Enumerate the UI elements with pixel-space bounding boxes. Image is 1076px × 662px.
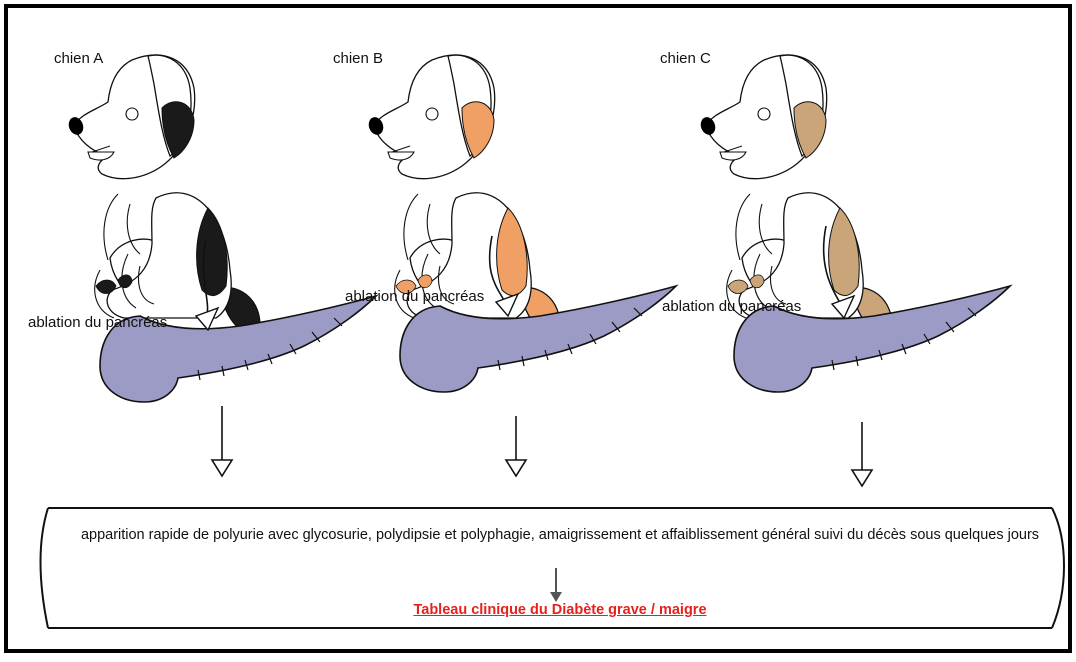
outcome-description: apparition rapide de polyurie avec glyco…	[70, 526, 1050, 545]
down-arrow-head-a	[212, 460, 232, 476]
dog-a-illustration	[66, 55, 260, 338]
dog-label-b: chien B	[333, 50, 383, 67]
procedure-label-c: ablation du pancréas	[662, 298, 801, 315]
procedure-label-a: ablation du pancréas	[28, 314, 167, 331]
dog-label-a: chien A	[54, 50, 103, 67]
outcome-bracket-left	[41, 508, 49, 628]
outcome-bracket-right	[1052, 508, 1064, 628]
down-arrow-head-c	[852, 470, 872, 486]
dog-c-illustration	[698, 55, 892, 338]
diagnosis-link[interactable]: Tableau clinique du Diabète grave / maig…	[200, 602, 920, 618]
dog-label-c: chien C	[660, 50, 711, 67]
down-arrow-head-b	[506, 460, 526, 476]
outcome-arrow-head	[550, 592, 562, 602]
procedure-label-b: ablation du pancréas	[345, 288, 484, 305]
